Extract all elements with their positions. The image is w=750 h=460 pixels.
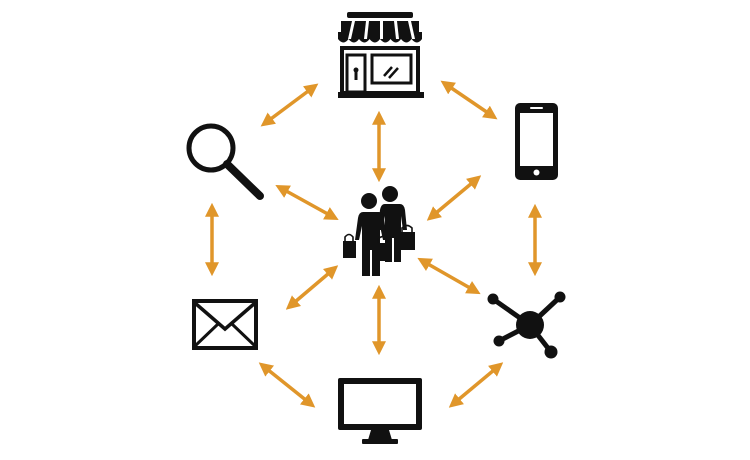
- store-icon: [338, 12, 424, 98]
- magnifying-glass-icon: [186, 123, 264, 200]
- arrow-desktop-envelope: [258, 362, 316, 408]
- network-hub-icon: [487, 291, 566, 359]
- arrow-store-smartphone: [440, 80, 498, 120]
- arrow-center-magnifier: [275, 184, 339, 221]
- envelope-icon: [192, 299, 258, 350]
- arrow-center-envelope: [285, 265, 339, 310]
- smartphone-icon: [515, 103, 558, 180]
- arrow-center-smartphone: [426, 175, 482, 221]
- arrow-center-network: [417, 257, 481, 295]
- arrow-magnifier-store: [260, 83, 319, 127]
- desktop-monitor-icon: [338, 378, 422, 444]
- arrow-network-desktop: [448, 362, 504, 408]
- arrow-group: [205, 80, 542, 408]
- shoppers-icon: [343, 186, 415, 276]
